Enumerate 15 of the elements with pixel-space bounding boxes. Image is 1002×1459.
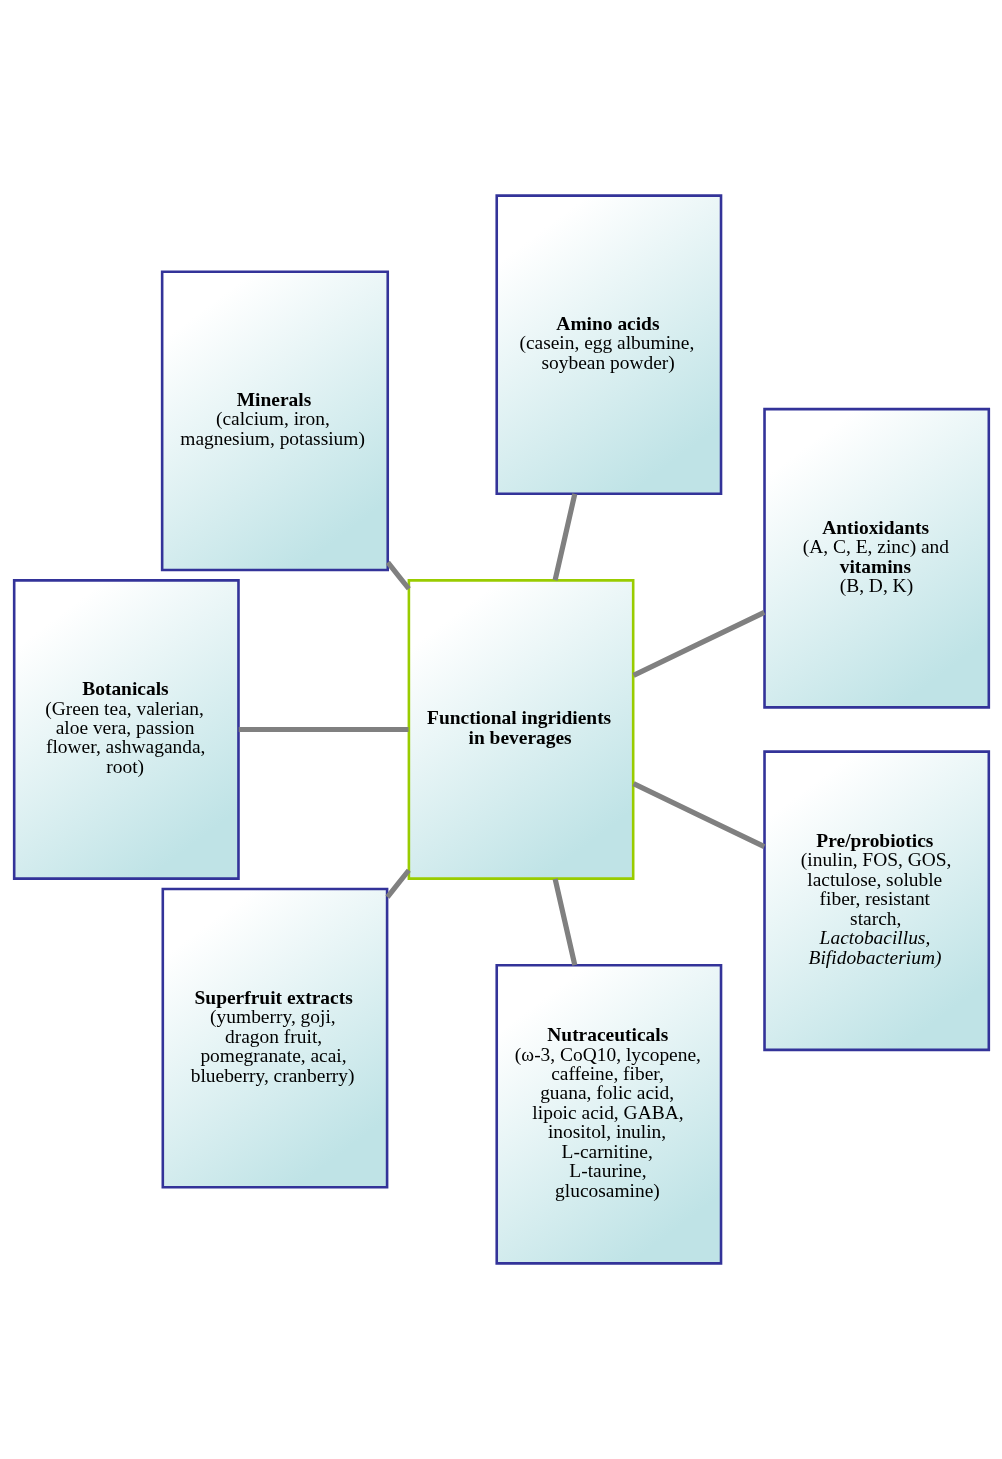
node-box: Amino acids (casein, egg albumine, soybean powder) (494, 194, 722, 496)
connector (384, 868, 411, 899)
node-box: Nutraceuticals (ω-3, CoQ10, lycopene, caffeine, fiber, guana, folic acid, lipoic acid, GABA, inositol, inulin, L-carnitine, L-taurine, glucosamine) (494, 963, 722, 1265)
connector (238, 726, 408, 733)
node-box: Minerals (calcium, iron, magnesium, potassium) (160, 270, 389, 572)
node-box: Functional ingridients in beverages (407, 579, 634, 880)
connector (631, 781, 765, 849)
node-box: Antioxidants (A, C, E, zinc) and vitamins (B, D, K) (762, 407, 990, 709)
connector (552, 493, 577, 581)
connector (552, 878, 577, 966)
connector (631, 610, 765, 678)
node-box: Botanicals (Green tea, valerian, aloe vera, passion flower, ashwaganda, root) (12, 579, 240, 880)
node-box: Superfruit extracts (yumberry, goji, dragon fruit, pomegranate, acai, blueberry, cranberry) (161, 887, 388, 1189)
node-box: Pre/probiotics (inulin, FOS, GOS, lactulose, soluble fiber, resistant starch, Lactobacillus, Bifidobacterium) (762, 750, 990, 1052)
connector (385, 560, 411, 591)
